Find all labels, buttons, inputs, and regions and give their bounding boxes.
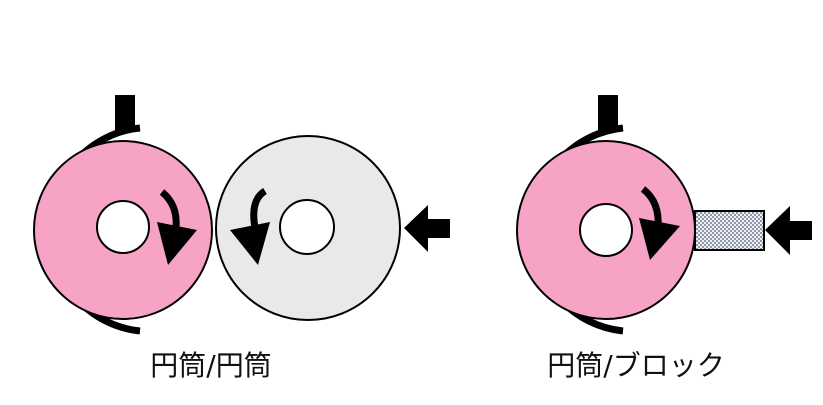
pink-cylinder-hole xyxy=(579,203,633,257)
clockwise-arrow-icon xyxy=(157,189,197,265)
pink-cylinder-hole xyxy=(96,200,150,254)
holder-post xyxy=(598,95,618,130)
cylinder-block-label: 円筒/ブロック xyxy=(547,349,725,382)
cylinder-cylinder-label: 円筒/円筒 xyxy=(150,349,272,382)
cylinder-cylinder-setup xyxy=(33,95,450,335)
load-arrow-icon xyxy=(765,206,812,255)
load-arrow-icon xyxy=(404,205,450,252)
clockwise-arrow-icon xyxy=(639,186,680,260)
holder-post xyxy=(115,95,135,130)
counterclockwise-arrow-icon xyxy=(230,188,270,265)
gray-cylinder-hole xyxy=(279,199,335,255)
cylinder-block-setup xyxy=(516,95,812,335)
block xyxy=(694,210,765,251)
